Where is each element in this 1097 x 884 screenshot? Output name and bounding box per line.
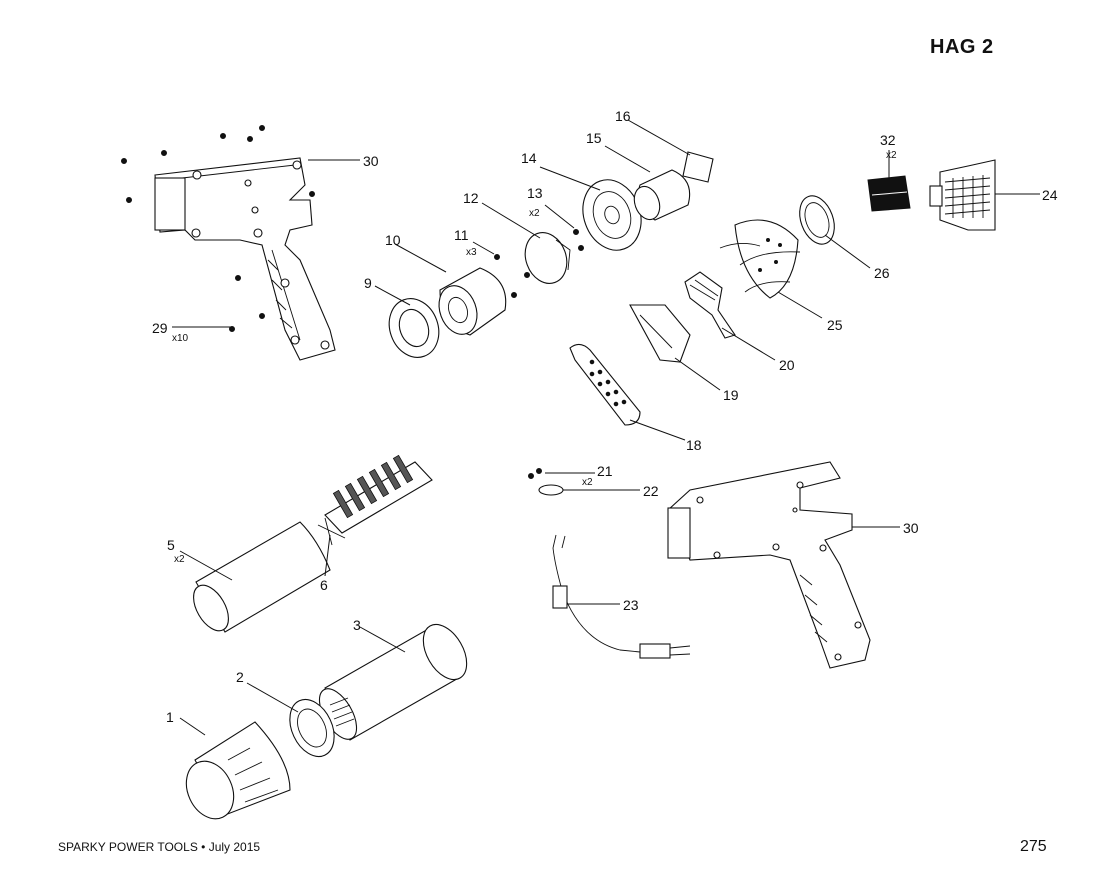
callout-2: 2 (236, 669, 244, 685)
callout-9: 9 (364, 275, 372, 291)
callout-13: 13 (527, 185, 543, 201)
outer-tube-3 (318, 623, 468, 741)
callout-15: 15 (586, 130, 602, 146)
heating-element-6 (317, 454, 433, 546)
callout-18: 18 (686, 437, 702, 453)
screw-set-29 (121, 125, 315, 332)
callout-11: 11 (454, 227, 469, 243)
callout-1: 1 (166, 709, 174, 725)
housing-left-half (154, 157, 336, 361)
callout-16: 16 (615, 108, 631, 124)
screw-set-11 (494, 254, 530, 298)
ring-26 (799, 195, 835, 245)
holder-10 (438, 267, 507, 336)
fan-12 (524, 232, 571, 284)
callout-30b: 30 (903, 520, 919, 536)
callout-19: 19 (723, 387, 739, 403)
callout-29: 29 (152, 320, 168, 336)
nozzle-1 (185, 721, 291, 820)
callout-25: 25 (827, 317, 843, 333)
callout-5: 5 (167, 537, 175, 553)
leader-lines (172, 119, 1040, 736)
slider-18 (569, 343, 641, 426)
heater-base-25 (719, 219, 801, 299)
fan-housing-14 (582, 179, 642, 251)
power-cord-23 (552, 534, 691, 659)
callout-22: 22 (643, 483, 659, 499)
switch-20 (684, 271, 736, 339)
switch-cover-19 (629, 304, 691, 363)
callout-14: 14 (521, 150, 537, 166)
callout-30a: 30 (363, 153, 379, 169)
qty-21: x2 (582, 477, 593, 488)
jacket-24 (929, 159, 996, 231)
qty-32: x2 (886, 150, 897, 161)
ring-9 (388, 298, 440, 358)
motor-15 (633, 169, 691, 221)
callout-24: 24 (1042, 187, 1058, 203)
page-number: 275 (1020, 838, 1047, 855)
screw-set-21 (528, 468, 542, 479)
gasket-2 (289, 698, 335, 758)
housing-right-half (667, 461, 871, 669)
callout-26: 26 (874, 265, 890, 281)
callout-23: 23 (623, 597, 639, 613)
callout-21: 21 (597, 463, 613, 479)
cable-clamp-22 (538, 484, 564, 496)
callout-3: 3 (353, 617, 361, 633)
nozzle-tip-32 (867, 175, 911, 212)
screw-set-13 (573, 229, 584, 251)
qty-29: x10 (172, 333, 189, 344)
qty-5: x2 (174, 554, 185, 565)
callout-6: 6 (320, 577, 328, 593)
qty-13: x2 (529, 208, 540, 219)
callout-10: 10 (385, 232, 401, 248)
callout-12: 12 (463, 190, 479, 206)
insulation-plate-16 (682, 151, 714, 183)
qty-11: x3 (466, 247, 477, 258)
mica-tube-5 (193, 521, 331, 633)
callout-32: 32 (880, 132, 896, 148)
callout-labels: 1 2 3 5 x2 6 9 10 11 x3 12 13 x2 14 15 1… (152, 108, 1058, 725)
model-title: HAG 2 (930, 36, 994, 58)
footer-publisher: SPARKY POWER TOOLS • July 2015 (58, 840, 261, 854)
callout-20: 20 (779, 357, 795, 373)
